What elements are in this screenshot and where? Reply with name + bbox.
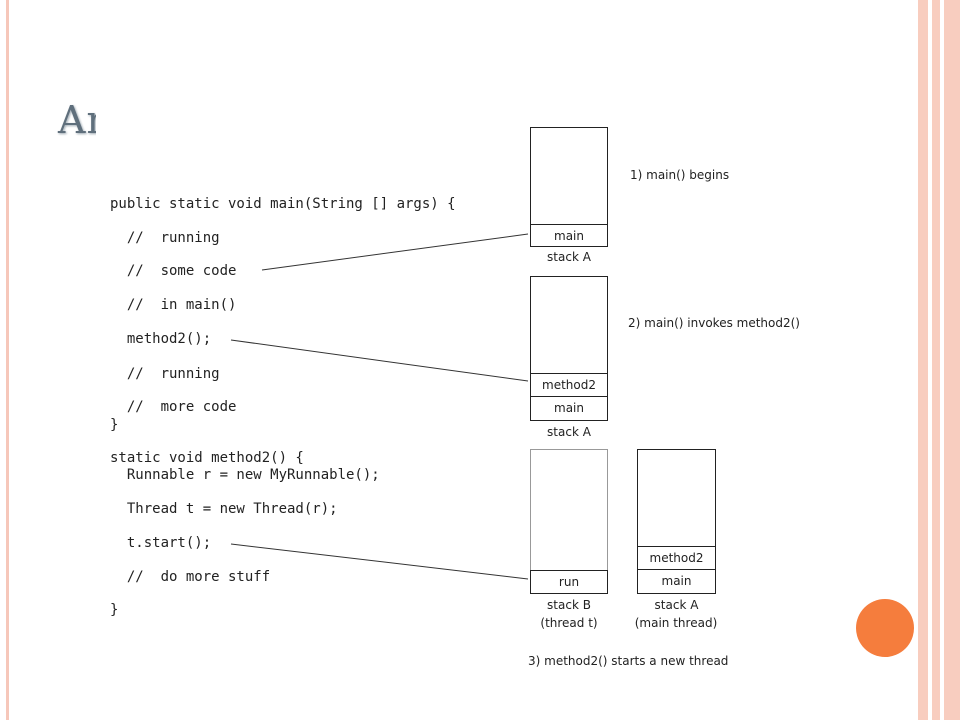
- stack-name: stack A: [547, 425, 591, 439]
- code-line: // running: [110, 230, 220, 246]
- stack-frame-main: main: [530, 396, 608, 421]
- stack-name: stack A: [547, 250, 591, 264]
- stack-frame-method2: method2: [637, 546, 716, 570]
- code-line: t.start();: [110, 535, 212, 551]
- accent-circle: [856, 599, 914, 657]
- step2-label: 2) main() invokes method2(): [628, 316, 800, 330]
- stack-name: stack A: [654, 598, 699, 612]
- code-line: // in main(): [110, 297, 237, 313]
- step1-label: 1) main() begins: [630, 168, 730, 182]
- diagram-image-background: [96, 96, 126, 146]
- stack-b-step3: run: [530, 449, 608, 594]
- connector-line: [230, 339, 529, 382]
- slide-left-border: [6, 0, 9, 720]
- slide-right-border: [932, 0, 940, 720]
- step3-label: 3) method2() starts a new thread: [528, 654, 729, 668]
- slide-right-border: [918, 0, 928, 720]
- slide-right-border-gap: [941, 0, 942, 720]
- connector-line: [230, 543, 529, 580]
- connector-line: [261, 233, 529, 271]
- code-line: }: [110, 602, 119, 618]
- code-line: // some code: [110, 263, 237, 279]
- code-line: static void method2() {: [110, 450, 304, 466]
- stack-thread-name: (main thread): [634, 616, 718, 630]
- code-line: // more code: [110, 399, 237, 415]
- stack-frame-main: main: [637, 569, 716, 594]
- code-line: }: [110, 417, 119, 433]
- slide-right-border: [944, 0, 960, 720]
- stack-a-step1: main: [530, 127, 608, 247]
- stack-frame-run: run: [530, 570, 608, 594]
- stack-frame-main: main: [530, 224, 608, 247]
- stack-a-step2: method2 main: [530, 276, 608, 421]
- stack-thread-name: (thread t): [540, 616, 598, 630]
- stack-a-step3: method2 main: [637, 449, 716, 594]
- code-line: // running: [110, 366, 220, 382]
- code-line: public static void main(String [] args) …: [110, 196, 456, 212]
- stack-name: stack B: [547, 598, 591, 612]
- code-line: // do more stuff: [110, 569, 271, 585]
- code-line: method2();: [110, 331, 212, 347]
- code-line: Thread t = new Thread(r);: [110, 501, 338, 517]
- code-line: Runnable r = new MyRunnable();: [110, 467, 380, 483]
